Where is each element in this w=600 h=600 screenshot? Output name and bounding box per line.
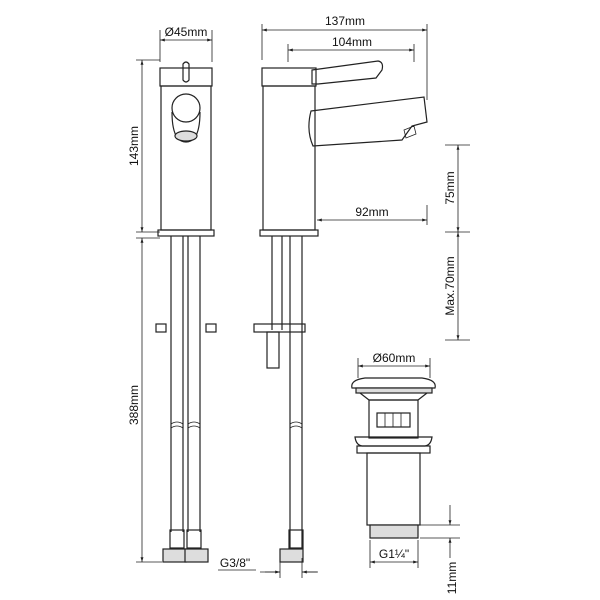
front-base <box>157 229 215 237</box>
side-base <box>259 229 319 237</box>
side-body <box>262 85 316 231</box>
spout-height-label: 75mm <box>443 171 457 204</box>
front-hoses <box>155 236 217 563</box>
side-view: 137mm 104mm 92mm 75mm Max.70mm G3/8" <box>218 14 470 578</box>
drain-cap <box>351 377 436 389</box>
side-hoses <box>253 236 306 563</box>
front-lever <box>182 61 190 83</box>
hose-length-label: 388mm <box>127 385 141 425</box>
front-spout-round <box>171 93 201 123</box>
body-height-label: 143mm <box>127 126 141 166</box>
total-length-label: 137mm <box>325 14 365 28</box>
lever-length-label: 104mm <box>332 35 372 49</box>
side-spout <box>308 96 428 147</box>
drain-thread-length-label: 11mm <box>445 562 459 594</box>
drain-diameter-label: Ø60mm <box>373 351 416 365</box>
front-cap <box>159 67 213 87</box>
aerator <box>174 130 198 142</box>
drain-thread <box>369 524 419 539</box>
spout-reach-label: 92mm <box>355 205 388 219</box>
max-deck-thickness-label: Max.70mm <box>443 256 457 315</box>
front-body <box>160 85 212 231</box>
hose-thread-label: G3/8" <box>220 556 250 570</box>
drain-neck <box>368 399 419 439</box>
side-lever <box>311 60 384 85</box>
drain-thread-label: G1¼" <box>379 547 409 561</box>
pop-up-drain: Ø60mm G1¼" 11mm <box>351 351 460 594</box>
side-cap <box>261 67 317 87</box>
body-diameter-label: Ø45mm <box>165 25 208 39</box>
front-view: Ø45mm 143mm 388mm <box>127 25 217 563</box>
drain-body <box>366 452 421 526</box>
